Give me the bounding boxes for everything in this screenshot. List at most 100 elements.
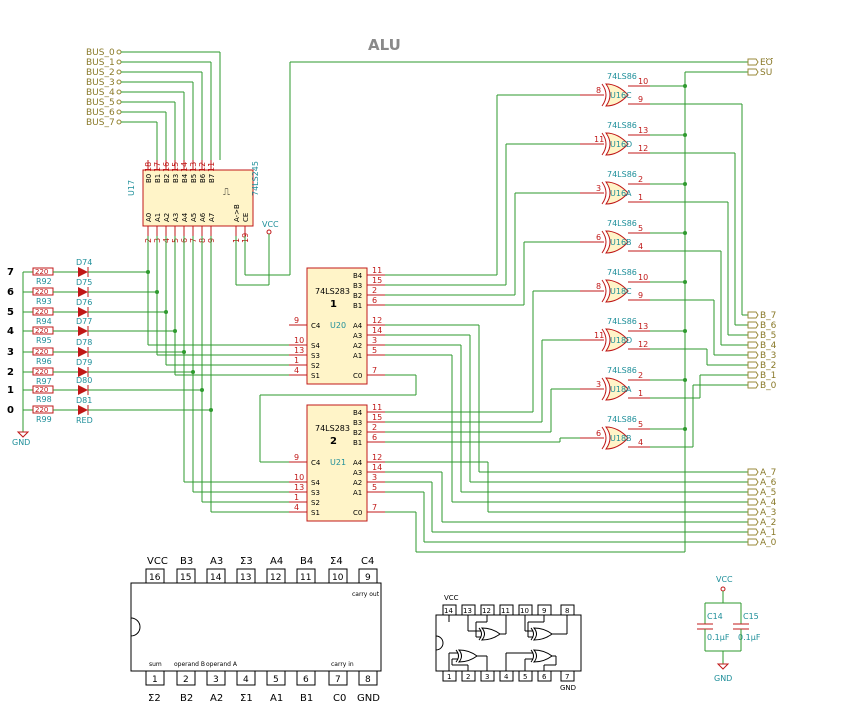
pin-name: A3 bbox=[172, 213, 180, 222]
pin-num: 15 bbox=[180, 573, 191, 583]
res-ref: R98 bbox=[36, 395, 52, 404]
pin-name: B4 bbox=[353, 409, 363, 417]
b-label: B_3 bbox=[760, 351, 776, 361]
pin-num: 7 bbox=[372, 366, 377, 375]
led-icon bbox=[78, 385, 88, 395]
res-val: 220 bbox=[35, 288, 48, 296]
xor-gate: 74LS86 U18D 13 12 11 bbox=[385, 317, 748, 423]
schmitt-symbol: ⎍ bbox=[223, 187, 230, 198]
xor-part: 74LS86 bbox=[607, 121, 637, 130]
pin-num: 9 bbox=[638, 95, 643, 104]
pin-label: C4 bbox=[361, 556, 374, 567]
led-row: 6 220 R93 D75 bbox=[7, 278, 157, 306]
pin-num: 8 bbox=[365, 675, 371, 685]
pin-num: 4 bbox=[294, 503, 299, 512]
res-val: 220 bbox=[35, 406, 48, 414]
pin-name: B6 bbox=[199, 173, 207, 183]
pin-num: 2 bbox=[638, 371, 643, 380]
bit-label: 4 bbox=[7, 326, 14, 337]
pin-num: 9 bbox=[294, 453, 299, 462]
bottom-pins: 1 2 3 4 5 6 7 bbox=[442, 670, 575, 682]
pin-name: B2 bbox=[353, 292, 362, 300]
led-ref: D78 bbox=[76, 338, 92, 347]
led-icon bbox=[78, 326, 88, 336]
pin-label: B4 bbox=[300, 556, 313, 567]
xor-ref: U16B bbox=[610, 238, 632, 247]
res-val: 220 bbox=[35, 348, 48, 356]
xor-ref: U16A bbox=[610, 189, 632, 198]
led-icon bbox=[78, 347, 88, 357]
a-label: A_7 bbox=[760, 468, 776, 478]
bit-label: 5 bbox=[7, 307, 14, 318]
b-label: B_5 bbox=[760, 331, 776, 341]
cap-val: 0.1µF bbox=[707, 633, 730, 642]
res-ref: R97 bbox=[36, 377, 52, 386]
xor-gate: 74LS86 U16A 2 1 3 bbox=[385, 170, 748, 336]
pin-num: 13 bbox=[463, 607, 472, 615]
pin-name: S2 bbox=[311, 499, 320, 507]
pin-label: A4 bbox=[270, 556, 283, 567]
xor-icon bbox=[605, 230, 629, 254]
pin-num: 1 bbox=[447, 673, 451, 681]
pin-name: A1 bbox=[154, 213, 162, 222]
pinout-74ls86: VCC 14 13 12 11 10 9 8 1 2 3 4 5 6 7 GND bbox=[435, 594, 582, 692]
adder-part: 74LS283 bbox=[315, 287, 350, 296]
pin-name: B4 bbox=[181, 173, 189, 183]
pin-name: A3 bbox=[353, 469, 362, 477]
pin-label: A1 bbox=[270, 693, 283, 704]
diagram-title: ALU bbox=[368, 36, 401, 54]
pin-num: 1 bbox=[152, 675, 158, 685]
led-row: 3 220 R96 D78 bbox=[7, 338, 184, 366]
pin-num: 6 bbox=[372, 296, 377, 305]
pin-name: B1 bbox=[353, 302, 362, 310]
pin-name: S2 bbox=[311, 362, 320, 370]
pin-num: 12 bbox=[372, 316, 382, 325]
pin-name: B3 bbox=[353, 419, 362, 427]
ic-body bbox=[435, 614, 582, 672]
pin-num: 11 bbox=[594, 135, 604, 144]
pin-num: 3 bbox=[372, 336, 377, 345]
pin-name: B1 bbox=[353, 439, 362, 447]
xor-part: 74LS86 bbox=[607, 219, 637, 228]
pin-num: 14 bbox=[372, 326, 382, 335]
res-ref: R96 bbox=[36, 357, 52, 366]
buffer-body bbox=[142, 169, 254, 227]
a-label: A_1 bbox=[760, 528, 776, 538]
pin-name: A3 bbox=[353, 332, 362, 340]
bit-label: 1 bbox=[7, 385, 14, 396]
hier-label-icon bbox=[747, 58, 759, 66]
control-labels: EO SU bbox=[747, 58, 773, 78]
xor-icon bbox=[605, 328, 629, 352]
pin-num: 7 bbox=[565, 673, 569, 681]
pin-num: 3 bbox=[596, 184, 601, 193]
pin-name: S3 bbox=[311, 489, 320, 497]
pin-num: 1 bbox=[638, 193, 643, 202]
bus-label-text: BUS_2 bbox=[86, 68, 115, 78]
led-gnd: GND bbox=[12, 438, 30, 447]
pin-num: 9 bbox=[638, 291, 643, 300]
pin-num: 9 bbox=[542, 607, 546, 615]
pin-label: VCC bbox=[147, 556, 168, 567]
res-ref: R99 bbox=[36, 415, 52, 424]
bus-label: BUS_3 bbox=[86, 78, 194, 160]
adder-part: 74LS283 bbox=[315, 424, 350, 433]
pin-num: 8 bbox=[596, 282, 601, 291]
pin-label: GND bbox=[357, 693, 380, 704]
pin-name: S3 bbox=[311, 352, 320, 360]
pin-num: 5 bbox=[273, 675, 279, 685]
pin-num: 11 bbox=[594, 331, 604, 340]
a-label: A_2 bbox=[760, 518, 776, 528]
pin-name: CE bbox=[242, 213, 250, 222]
buffer-vcc: VCC bbox=[262, 220, 279, 229]
inner-label: operand B bbox=[174, 661, 205, 668]
res-ref: R94 bbox=[36, 317, 52, 326]
led-bank: 7 220 R92 D74 6 220 R93 D75 5 bbox=[7, 258, 211, 447]
pin-name: C4 bbox=[311, 459, 321, 467]
pin-num: 12 bbox=[270, 573, 281, 583]
pin-num: 3 bbox=[372, 473, 377, 482]
xor-gate: 74LS86 U18A 2 1 3 bbox=[385, 366, 748, 433]
